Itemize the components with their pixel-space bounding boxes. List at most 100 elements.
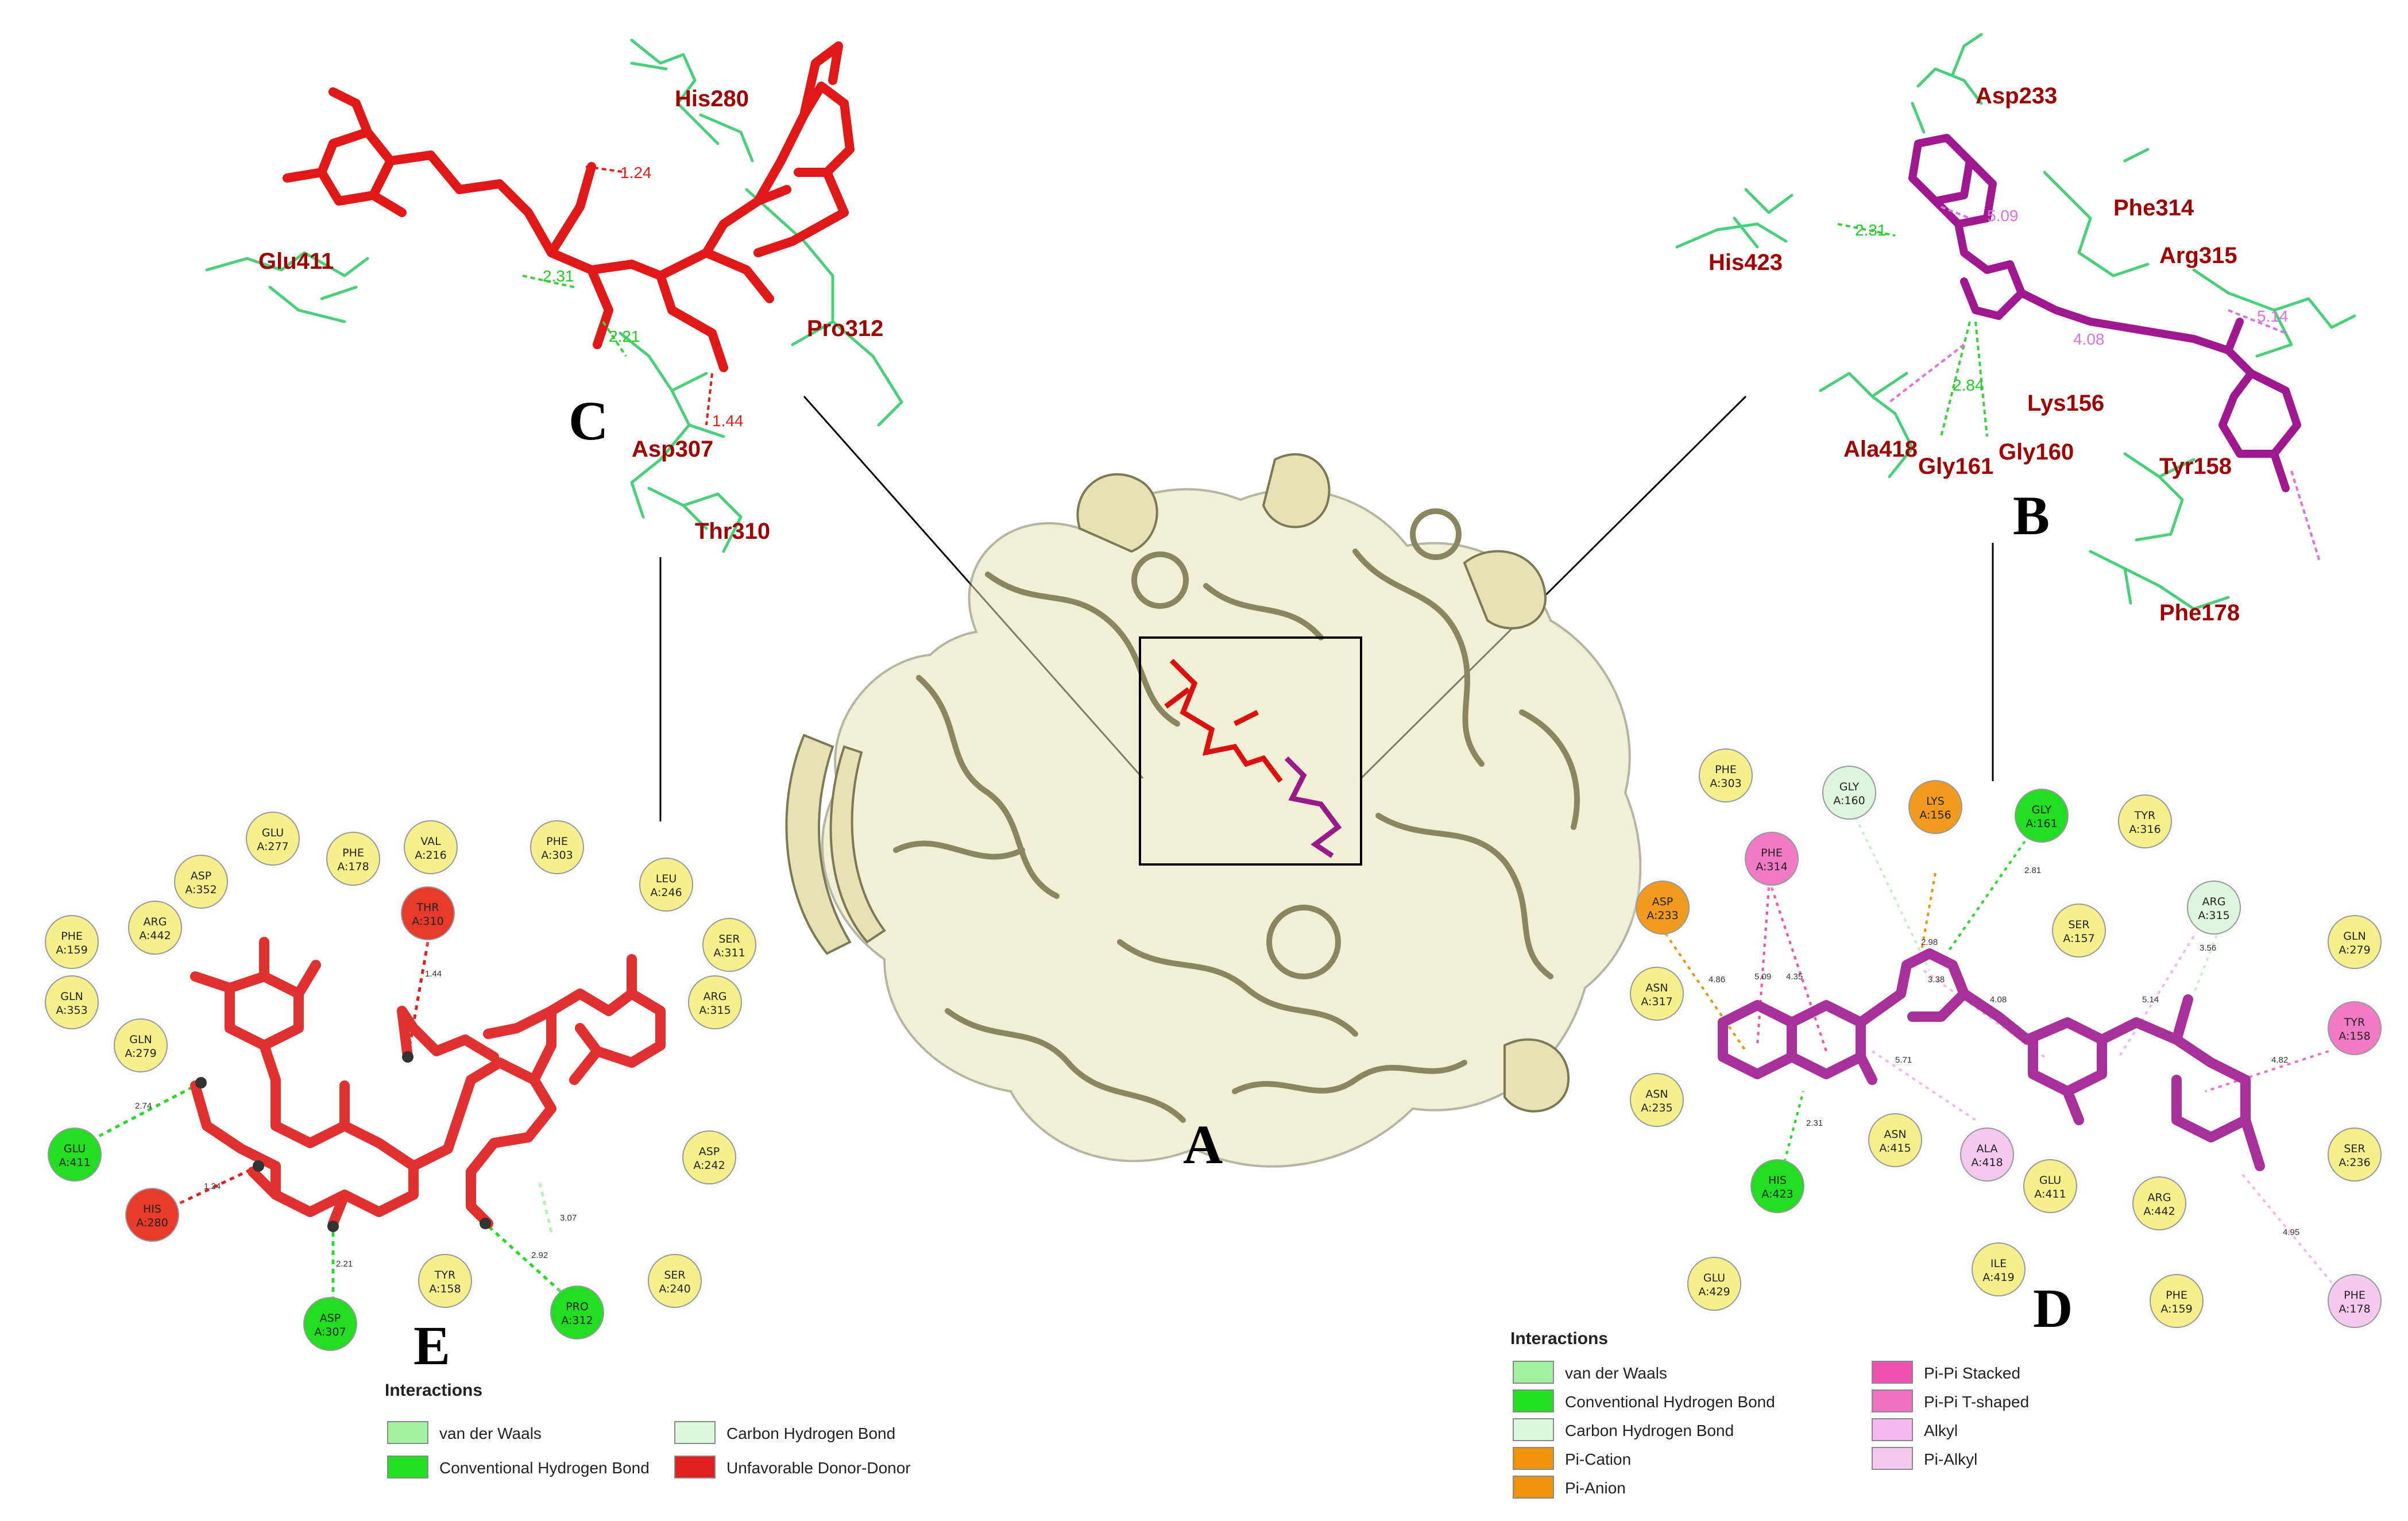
legend-label: van der Waals xyxy=(1565,1364,1667,1382)
distance-label: 2.31 xyxy=(543,267,574,285)
legend-item: van der Waals xyxy=(1513,1361,1667,1384)
legend-title: Interactions xyxy=(1510,1329,1608,1348)
residue-id: A:280 xyxy=(136,1217,168,1229)
legend-label: Unfavorable Donor-Donor xyxy=(726,1459,911,1477)
residue-name: ALA xyxy=(1976,1142,1997,1155)
legend-item: Carbon Hydrogen Bond xyxy=(674,1421,895,1444)
legend-swatch xyxy=(387,1421,428,1444)
distance-label: 2.98 xyxy=(1921,937,1938,947)
residue-label: Ala418 xyxy=(1843,437,1918,462)
distance-label: 3.56 xyxy=(2200,943,2216,953)
residue-id: A:178 xyxy=(337,860,369,873)
legend-item: Alkyl xyxy=(1872,1418,1958,1441)
legend-label: Pi-Pi T-shaped xyxy=(1924,1393,2029,1411)
residue-id: A:316 xyxy=(2129,823,2160,836)
residue-id: A:352 xyxy=(185,883,217,896)
legend-label: Pi-Alkyl xyxy=(1924,1450,1977,1468)
legend-swatch xyxy=(1872,1418,1913,1441)
residue-name: PRO xyxy=(566,1300,589,1313)
panel-label-c: C xyxy=(569,390,608,451)
distance-label: 3.38 xyxy=(1928,975,1945,985)
residue-name: PHE xyxy=(546,835,568,848)
distance-label: 2.31 xyxy=(1806,1118,1823,1128)
distance-label: 2.21 xyxy=(336,1259,353,1269)
residue-name: GLN xyxy=(2343,930,2366,943)
residue-label: Glu411 xyxy=(258,249,334,274)
residue-name: PHE xyxy=(61,930,83,943)
residue-label: Phe178 xyxy=(2159,600,2240,626)
legend-swatch xyxy=(674,1421,716,1444)
legend-label: Pi-Anion xyxy=(1565,1479,1626,1497)
residue-name: PHE xyxy=(342,847,364,859)
residue-label: Lys156 xyxy=(2027,391,2104,416)
residue-label: Thr310 xyxy=(695,519,770,544)
residue-name: ASP xyxy=(699,1145,720,1158)
residue-name: ARG xyxy=(2202,895,2226,908)
legend-label: Conventional Hydrogen Bond xyxy=(1565,1393,1775,1411)
legend-label: Pi-Cation xyxy=(1565,1450,1631,1468)
residue-label: His280 xyxy=(675,86,749,111)
legend-label: Carbon Hydrogen Bond xyxy=(1565,1422,1734,1439)
residue-name: GLN xyxy=(60,990,83,1003)
panel-e-2d: 1.44 2.74 1.24 2.21 2.92 3.07 PHEA:159AS… xyxy=(36,803,765,1360)
residue-name: GLU xyxy=(1703,1272,1725,1284)
binding-site-box xyxy=(1139,636,1362,866)
protein-structure xyxy=(785,453,1642,1168)
distance-label: 5.71 xyxy=(1895,1055,1912,1065)
distance-label: 5.09 xyxy=(1754,972,1771,982)
residue-id: A:315 xyxy=(2198,909,2229,922)
residue-name: LYS xyxy=(1926,795,1945,808)
residue-id: A:303 xyxy=(541,849,573,862)
residue-label: His423 xyxy=(1709,250,1783,275)
residue-name: PHE xyxy=(1761,847,1783,859)
residue-name: ASN xyxy=(1645,982,1668,994)
residue-id: A:279 xyxy=(2339,944,2370,956)
residue-name: HIS xyxy=(143,1203,161,1215)
distance-label: 2.21 xyxy=(609,327,640,345)
legend-swatch xyxy=(1872,1389,1913,1412)
legend-label: Pi-Pi Stacked xyxy=(1924,1364,2020,1382)
panel-c-3d: His280 Glu411 Pro312 Asp307 Thr310 1.24 … xyxy=(205,38,903,553)
legend-item: Pi-Alkyl xyxy=(1872,1447,1977,1470)
residue-id: A:307 xyxy=(314,1326,346,1338)
residue-id: A:279 xyxy=(125,1047,156,1060)
residue-id: A:158 xyxy=(429,1283,461,1295)
distance-label: 4.82 xyxy=(2271,1055,2288,1065)
residue-id: A:235 xyxy=(1641,1102,1672,1114)
legend-label: Conventional Hydrogen Bond xyxy=(439,1459,650,1477)
distance-label: 5.14 xyxy=(2142,995,2159,1005)
residue-id: A:317 xyxy=(1641,995,1672,1008)
residue-name: ASP xyxy=(320,1312,341,1325)
residue-name: PHE xyxy=(2344,1289,2366,1302)
legend-item: Pi-Pi T-shaped xyxy=(1872,1389,2029,1412)
residue-id: A:419 xyxy=(1982,1271,2014,1284)
residue-id: A:429 xyxy=(1698,1285,1730,1298)
residue-name: ASN xyxy=(1884,1128,1906,1141)
residue-id: A:178 xyxy=(2339,1303,2370,1315)
residue-label: Asp233 xyxy=(1976,83,2057,109)
legend-swatch xyxy=(1513,1476,1554,1499)
residue-name: VAL xyxy=(420,835,441,848)
residue-name: THR xyxy=(416,901,439,914)
residue-id: A:246 xyxy=(650,886,682,899)
